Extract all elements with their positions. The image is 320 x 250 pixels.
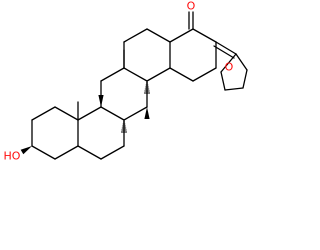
ring-bond bbox=[54, 106, 79, 121]
ring-bond bbox=[169, 28, 194, 43]
wedge-bond-h bbox=[98, 95, 104, 107]
wedge-bond-h2 bbox=[144, 107, 150, 119]
alkene-double-bond bbox=[213, 45, 235, 59]
ring-bond bbox=[77, 145, 102, 160]
molecule-structure: O O HO bbox=[4, 0, 248, 163]
hydroxyl-wedge-bond bbox=[20, 146, 32, 155]
ring-bond bbox=[192, 28, 217, 43]
ring-bond bbox=[169, 67, 194, 82]
hashed-bond-h bbox=[121, 121, 127, 133]
hashed-bond-h2 bbox=[144, 82, 150, 94]
ring-bond bbox=[192, 67, 217, 82]
ketone-oxygen: O bbox=[187, 0, 196, 13]
furan-bond bbox=[235, 53, 248, 71]
ring-bond bbox=[146, 28, 171, 43]
ring-bond bbox=[100, 145, 125, 160]
furan-bond bbox=[220, 71, 226, 91]
furan-bond bbox=[242, 69, 248, 89]
ring-bond bbox=[100, 67, 125, 82]
ring-bond bbox=[77, 106, 102, 121]
ring-bond bbox=[100, 106, 125, 121]
structure-canvas: O O HO bbox=[3, 0, 248, 163]
furan-oxygen: O bbox=[225, 61, 234, 74]
furan-bond bbox=[224, 87, 244, 91]
furan-bond-o bbox=[220, 53, 237, 73]
ring-bond bbox=[123, 106, 148, 121]
ring-bond bbox=[123, 28, 148, 43]
ring-bond bbox=[123, 67, 148, 82]
hydroxyl-label: HO bbox=[4, 150, 21, 163]
alkene-bond bbox=[215, 41, 237, 55]
ring-bond bbox=[31, 106, 56, 121]
ring-bond bbox=[146, 67, 171, 82]
ring-bond bbox=[54, 145, 79, 160]
ring-bond bbox=[31, 145, 56, 160]
